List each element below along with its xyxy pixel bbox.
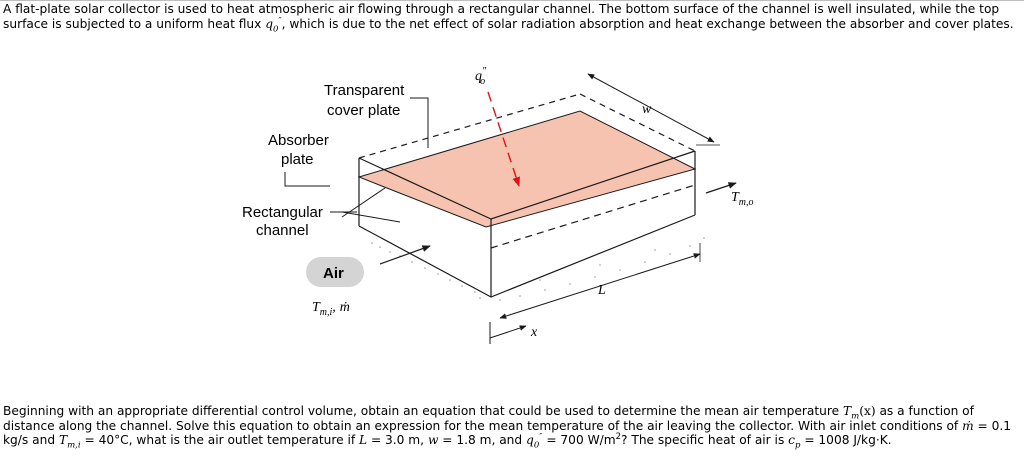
x-axis-label: x <box>530 325 538 340</box>
heat-flux-symbol: q0″ <box>265 15 282 34</box>
width-symbol: w <box>427 433 439 447</box>
length-label: L <box>597 283 606 298</box>
length-symbol: L <box>359 433 368 447</box>
channel-label-2: channel <box>256 222 309 239</box>
width-label: w <box>642 102 652 117</box>
mean-temp-symbol: Tm <box>842 404 860 422</box>
mass-flow-symbol: ṁ <box>962 418 974 433</box>
flux-symbol: q0″ <box>526 431 543 451</box>
flux-label: q″o <box>475 66 487 87</box>
channel-label-1: Rectangular <box>242 204 323 221</box>
transparent-label-2: cover plate <box>327 102 400 119</box>
inlet-conditions-label: Tm,i,ṁ <box>312 300 350 318</box>
transparent-label-1: Transparent <box>324 82 405 99</box>
cp-symbol: cp <box>788 433 801 451</box>
air-badge <box>306 257 364 287</box>
inlet-temp-symbol: Tm,i <box>58 433 81 451</box>
outlet-temp-label: Tm,o <box>731 190 754 208</box>
intro-text-2: , which is due to the net effect of sola… <box>281 16 1014 31</box>
absorber-label-1: Absorber <box>268 132 329 149</box>
channel-box <box>358 93 696 298</box>
absorber-label-2: plate <box>281 151 314 168</box>
air-label: Air <box>323 265 344 282</box>
problem-question: Beginning with an appropriate differenti… <box>3 404 1012 451</box>
absorber-plate <box>357 110 697 228</box>
top-border <box>0 0 1024 1</box>
problem-intro: A flat-plate solar collector is used to … <box>3 2 1019 34</box>
intro-text-1: A flat-plate solar collector is used to … <box>3 2 1000 31</box>
